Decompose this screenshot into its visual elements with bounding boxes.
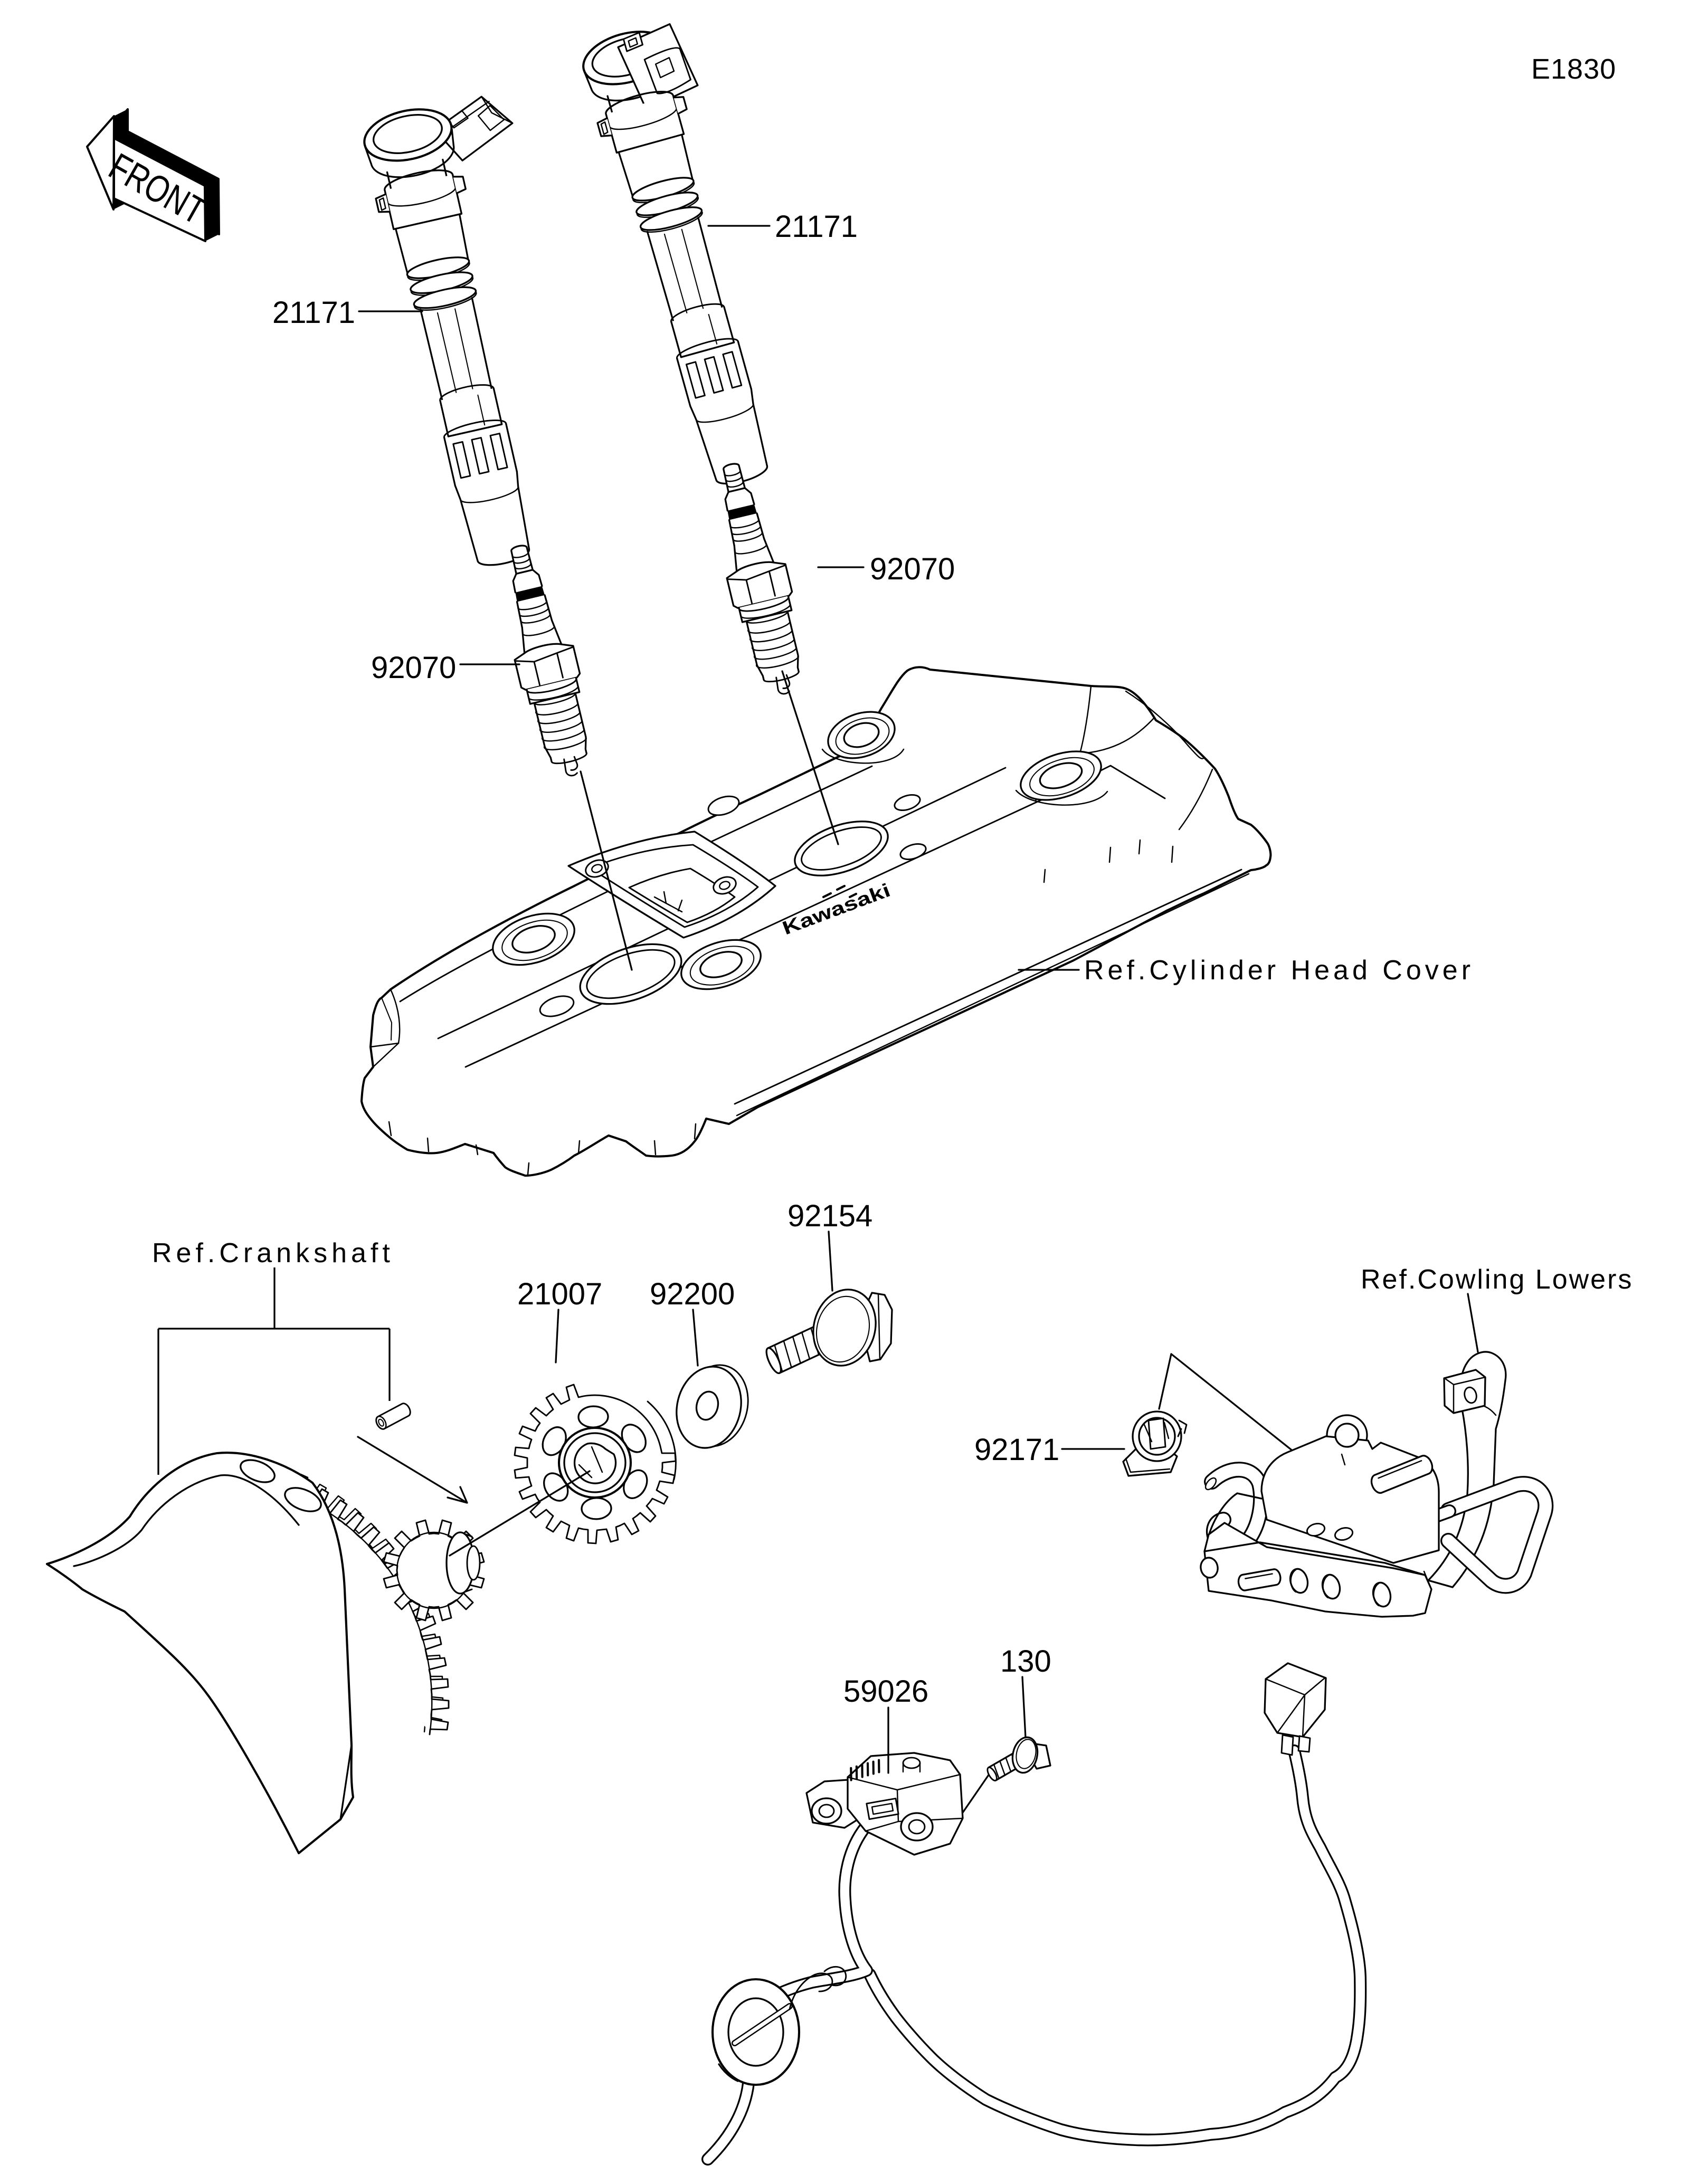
svg-text:21007: 21007 [517, 1277, 602, 1311]
svg-text:92154: 92154 [787, 1199, 872, 1233]
svg-text:21171: 21171 [775, 209, 858, 244]
svg-text:Ref.Cowling Lowers: Ref.Cowling Lowers [1361, 1264, 1633, 1295]
svg-text:92070: 92070 [371, 651, 456, 685]
svg-text:92200: 92200 [650, 1277, 735, 1311]
svg-text:Ref.Cylinder Head Cover: Ref.Cylinder Head Cover [1084, 955, 1474, 986]
svg-text:21171: 21171 [272, 295, 355, 330]
svg-text:92171: 92171 [974, 1433, 1059, 1467]
svg-text:59026: 59026 [843, 1674, 928, 1709]
svg-text:92070: 92070 [870, 552, 955, 586]
svg-text:Ref.Crankshaft: Ref.Crankshaft [152, 1238, 394, 1269]
svg-text:130: 130 [1000, 1644, 1051, 1678]
svg-text:E1830: E1830 [1531, 53, 1616, 85]
